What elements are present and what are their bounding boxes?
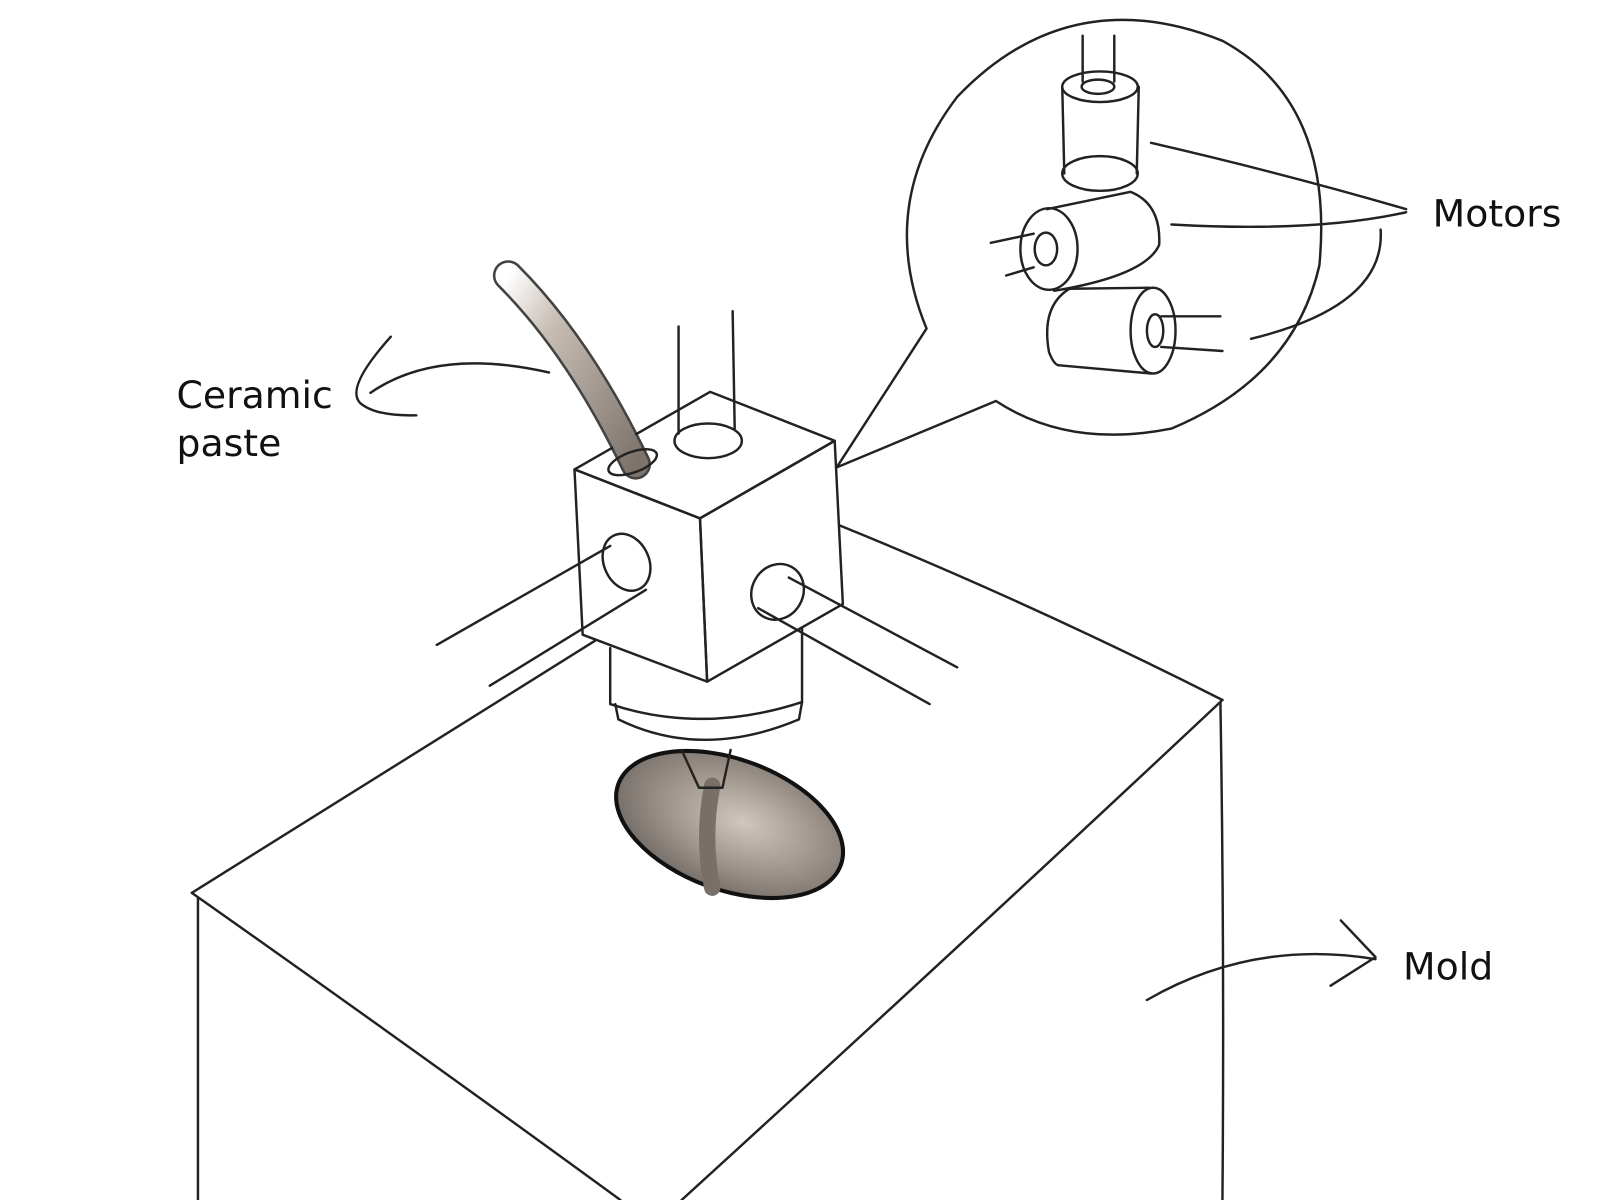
- label-ceramic-paste-line2: paste: [177, 421, 282, 465]
- mold-box: [190, 524, 1225, 1200]
- nozzle: [608, 626, 804, 789]
- label-ceramic-paste-line1: Ceramic: [177, 373, 333, 417]
- guide-rods: [435, 310, 959, 706]
- motors-callout: [835, 18, 1323, 469]
- label-motors: Motors: [1433, 192, 1562, 236]
- ceramic-paste-tube: [492, 260, 659, 480]
- label-mold: Mold: [1403, 945, 1493, 989]
- print-head-cube: [573, 390, 845, 683]
- mold-hole: [614, 748, 846, 901]
- leader-lines: [355, 141, 1408, 1002]
